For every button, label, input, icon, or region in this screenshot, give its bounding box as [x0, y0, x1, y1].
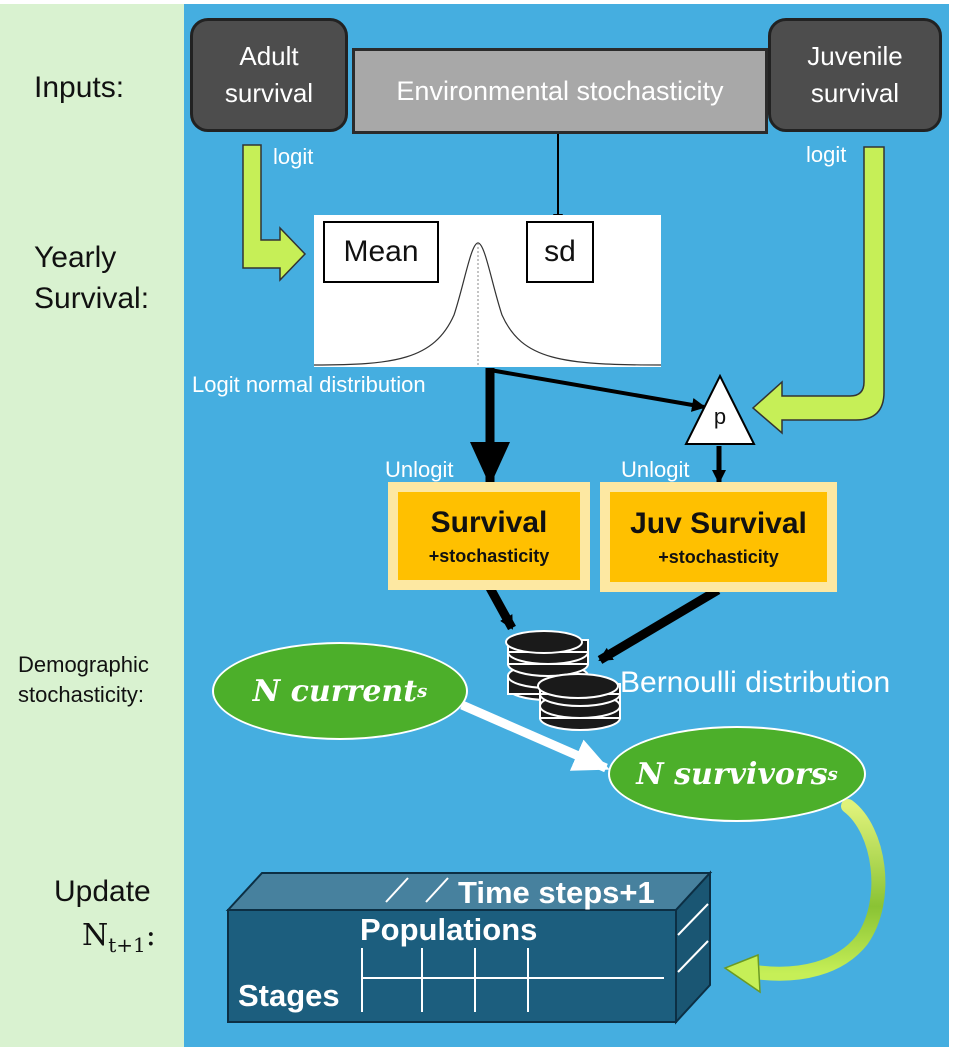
- juv-survival-subtitle: +stochasticity: [658, 546, 779, 567]
- bell-curve: [313, 242, 662, 366]
- stage-label-inputs: Inputs:: [34, 71, 125, 104]
- juvenile-survival-line2: survival: [810, 78, 900, 108]
- cube-time-steps-label: Time steps+1: [458, 875, 655, 910]
- juv-survival-inner: Juv Survival +stochasticity: [610, 492, 827, 582]
- adult-survival-line2: survival: [224, 78, 314, 108]
- cube-populations-label: Populations: [360, 912, 538, 947]
- adult-survival-box: Adult survival: [190, 18, 348, 132]
- survival-to-coins-arrow: [486, 585, 516, 631]
- logit-label-left: logit: [273, 144, 314, 169]
- juvenile-logit-arrow: [751, 146, 885, 435]
- n-survivors-text: N survivors: [636, 756, 828, 792]
- cube-side-slash-1: [677, 903, 709, 936]
- stage-label-demographic-2: stochasticity:: [18, 682, 144, 707]
- current-to-survivors-arrow: [460, 700, 610, 773]
- adult-survival-line1: Adult: [239, 41, 299, 71]
- juvenile-survival-line1: Juvenile: [807, 41, 903, 71]
- p-triangle: [684, 374, 756, 445]
- stage-label-update-1: Update: [54, 875, 151, 908]
- survival-inner: Survival +stochasticity: [398, 492, 580, 580]
- juvenile-survival-box: Juvenile survival: [768, 18, 942, 132]
- population-cube: [225, 870, 713, 1025]
- logit-normal-label: Logit normal distribution: [192, 372, 426, 397]
- stage-label-yearly-1: Yearly: [34, 241, 117, 274]
- juv-survival-title: Juv Survival: [630, 506, 807, 540]
- sd-box: sd: [526, 221, 594, 283]
- stage-label-demographic-1: Demographic: [18, 652, 149, 677]
- n-survivors-sub: s: [827, 763, 838, 785]
- unlogit-label-right: Unlogit: [621, 457, 690, 482]
- mean-box: Mean: [323, 221, 439, 283]
- p-triangle-shape: [684, 374, 756, 445]
- cube-top-slash-2: [425, 877, 449, 903]
- bernoulli-label: Bernoulli distribution: [620, 666, 891, 699]
- adult-logit-arrow: [242, 144, 307, 282]
- survival-title: Survival: [430, 505, 548, 539]
- cube-stages-label: Stages: [238, 978, 340, 1013]
- cube-side-slash-2: [677, 940, 709, 973]
- survival-subtitle: +stochasticity: [428, 545, 550, 566]
- survivors-to-cube-arrow: [748, 799, 886, 981]
- unlogit-label-left: Unlogit: [385, 457, 454, 482]
- cube-top-slash-1: [385, 877, 409, 903]
- logit-label-right: logit: [806, 142, 847, 167]
- n-current-sub: s: [417, 680, 428, 702]
- survivors-to-cube-arrowhead: [723, 953, 761, 994]
- n-current-text: N current: [252, 673, 418, 709]
- p-label: p: [713, 404, 727, 429]
- juv-survival-box: Juv Survival +stochasticity: [600, 482, 837, 592]
- stage-label-yearly-2: Survival:: [34, 282, 150, 315]
- environmental-stochasticity-box: Environmental stochasticity: [352, 48, 768, 134]
- left-label-panel: [0, 4, 184, 1047]
- cube-front-face: [227, 909, 677, 1023]
- juv-to-coins-arrow: [597, 586, 721, 664]
- stacked-coins-icon: [505, 630, 621, 731]
- dist-to-p-arrow: [489, 368, 706, 412]
- survival-box: Survival +stochasticity: [388, 482, 590, 590]
- stage-label-update-2: Nt+1:: [82, 918, 156, 957]
